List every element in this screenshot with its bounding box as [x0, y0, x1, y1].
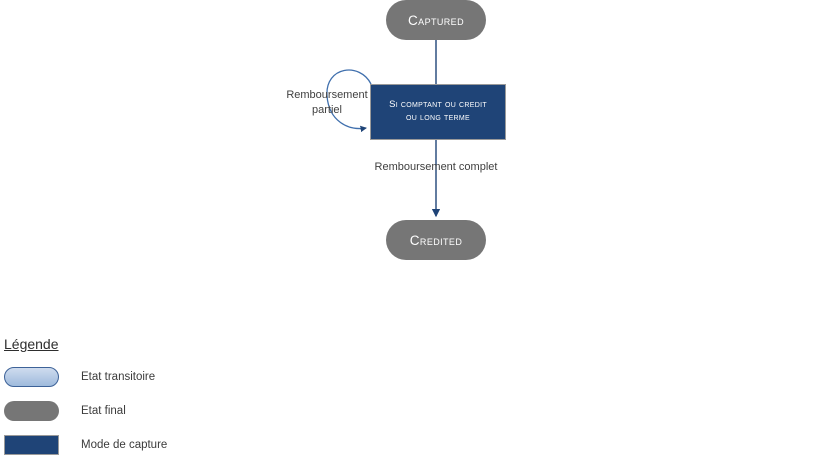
diagram-canvas: [326, 40, 441, 218]
node-credited-label: Credited: [409, 232, 463, 248]
node-captured[interactable]: Captured: [386, 0, 486, 40]
node-credited[interactable]: Credited: [386, 220, 486, 260]
transient-state-swatch-icon: [4, 367, 59, 387]
connector-partial-refund-loop: [326, 69, 372, 133]
legend-item-transient-state-label: Etat transitoire: [81, 371, 156, 383]
edge-label-partial-refund: Remboursement partiel: [286, 89, 368, 116]
legend-item-final-state-label: Etat final: [81, 405, 126, 417]
legend-title: Légende: [4, 336, 59, 352]
legend: Légende Etat transitoire Etat final Mode…: [4, 336, 304, 468]
node-capture-mode[interactable]: Si comptant ou credit ou long terme: [370, 84, 506, 140]
legend-item-final-state: Etat final: [4, 400, 304, 422]
legend-item-capture-mode-label: Mode de capture: [81, 439, 168, 451]
legend-item-transient-state: Etat transitoire: [4, 366, 304, 388]
node-capture-mode-label: Si comptant ou credit ou long terme: [389, 99, 487, 123]
edge-label-full-refund: Remboursement complet: [374, 161, 498, 173]
capture-mode-swatch-icon: [4, 435, 59, 455]
legend-item-capture-mode: Mode de capture: [4, 434, 304, 456]
node-captured-label: Captured: [408, 12, 464, 28]
final-state-swatch-icon: [4, 401, 59, 421]
